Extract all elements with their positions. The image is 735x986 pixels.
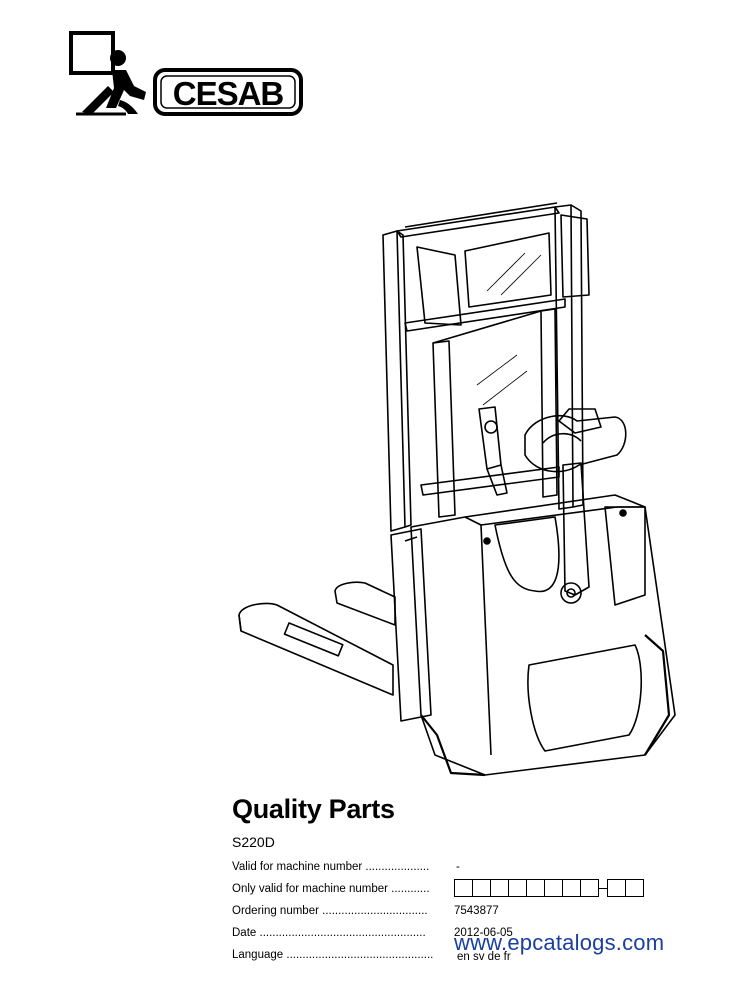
watermark-text: www.epcatalogs.com xyxy=(454,930,665,955)
info-label: Only valid for machine number ..........… xyxy=(232,883,430,895)
machine-number-cell xyxy=(508,879,526,897)
electric-pallet-stacker-illustration xyxy=(238,202,676,777)
info-row-language: Language ...............................… xyxy=(232,948,692,970)
info-label: Date ...................................… xyxy=(232,927,426,939)
info-label: Ordering number ........................… xyxy=(232,905,428,917)
brand-name: CESAB xyxy=(173,75,284,112)
info-row-ordering-number: Ordering number ........................… xyxy=(232,904,692,926)
info-label: Valid for machine number ...............… xyxy=(232,861,430,873)
document-title: Quality Parts xyxy=(232,794,395,824)
machine-number-cell xyxy=(607,879,625,897)
machine-number-cell xyxy=(625,879,644,897)
machine-number-cell xyxy=(526,879,544,897)
info-value: 2012-06-05 xyxy=(454,927,513,939)
machine-number-cell xyxy=(454,879,472,897)
machine-number-cell xyxy=(580,879,599,897)
document-info-table: Valid for machine number ...............… xyxy=(232,860,692,970)
info-label: Language ...............................… xyxy=(232,949,434,961)
machine-number-boxes xyxy=(454,879,644,897)
machine-number-dash xyxy=(599,887,607,889)
model-number: S220D xyxy=(232,834,275,850)
cesab-logo: CESAB xyxy=(69,31,303,116)
info-value: en sv de fr xyxy=(457,951,511,963)
machine-number-cell xyxy=(544,879,562,897)
info-row-date: Date ...................................… xyxy=(232,926,692,948)
info-value: - xyxy=(456,861,460,873)
person-lifting-box-icon xyxy=(69,31,146,116)
info-value: 7543877 xyxy=(454,905,499,917)
machine-number-cell xyxy=(562,879,580,897)
info-row-valid-for: Valid for machine number ...............… xyxy=(232,860,692,882)
info-row-only-valid-for: Only valid for machine number ..........… xyxy=(232,879,692,904)
machine-number-cell xyxy=(472,879,490,897)
machine-number-cell xyxy=(490,879,508,897)
